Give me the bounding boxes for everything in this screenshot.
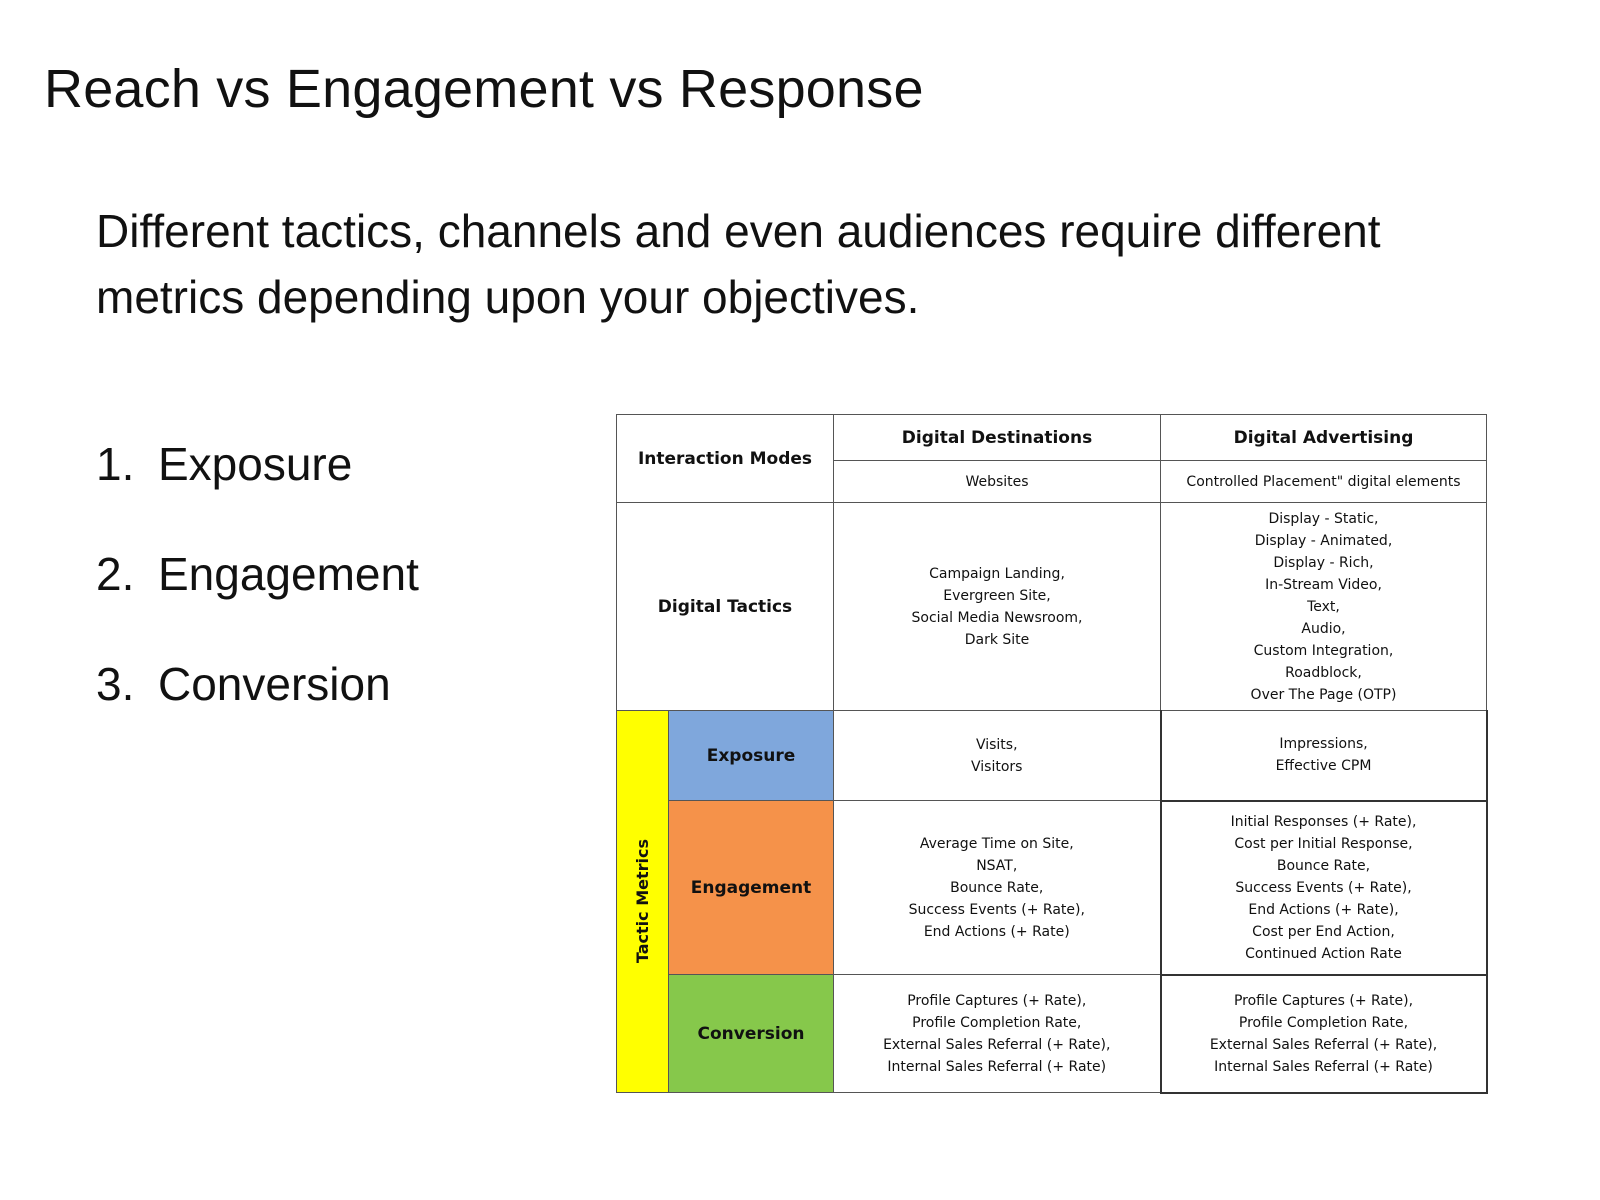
metric-line: External Sales Referral (+ Rate),	[1209, 1036, 1438, 1053]
metric-line: Success Events (+ Rate),	[1235, 879, 1412, 896]
exposure-advertising-cell: Impressions, Effective CPM	[1159, 710, 1488, 802]
tactic-line: Display - Static,	[1268, 510, 1379, 527]
metric-line: Cost per Initial Response,	[1234, 835, 1413, 852]
tactic-metrics-label: Tactic Metrics	[632, 839, 652, 964]
engagement-advertising-cell: Initial Responses (+ Rate), Cost per Ini…	[1159, 800, 1488, 976]
tactic-line: Display - Animated,	[1254, 532, 1393, 549]
slide-title: Reach vs Engagement vs Response	[44, 59, 924, 119]
digital-tactics-label: Digital Tactics	[616, 502, 834, 711]
metric-row-label-exposure: Exposure	[668, 710, 834, 801]
tactics-destinations-cell: Campaign Landing, Evergreen Site, Social…	[833, 502, 1161, 711]
metric-line: Profile Completion Rate,	[1238, 1014, 1409, 1031]
tactic-line: Dark Site	[964, 631, 1030, 648]
tactics-advertising-cell: Display - Static, Display - Animated, Di…	[1160, 502, 1487, 711]
tactic-line: Social Media Newsroom,	[911, 609, 1083, 626]
column-header-advertising: Digital Advertising	[1160, 414, 1487, 461]
tactic-line: Evergreen Site,	[943, 587, 1051, 604]
objective-item: 2. Engagement	[96, 546, 419, 656]
metric-line: NSAT,	[976, 857, 1018, 874]
tactic-line: Campaign Landing,	[929, 565, 1065, 582]
metric-line: End Actions (+ Rate),	[1248, 901, 1399, 918]
objective-label: Exposure	[158, 438, 353, 490]
metric-line: Profile Completion Rate,	[912, 1014, 1082, 1031]
metric-line: Internal Sales Referral (+ Rate)	[887, 1058, 1107, 1075]
metric-line: Impressions,	[1279, 736, 1368, 753]
metric-line: Profile Captures (+ Rate),	[907, 992, 1087, 1009]
objective-label: Conversion	[158, 658, 391, 710]
metric-line: Profile Captures (+ Rate),	[1233, 992, 1414, 1009]
objective-number: 1.	[96, 438, 135, 490]
metrics-table: Interaction Modes Digital Destinations D…	[616, 414, 1488, 1094]
metric-line: Initial Responses (+ Rate),	[1230, 813, 1417, 830]
column-header-destinations: Digital Destinations	[833, 414, 1161, 461]
tactic-metrics-cell: Tactic Metrics	[616, 710, 669, 1093]
metric-line: Effective CPM	[1275, 758, 1372, 775]
exposure-destinations-cell: Visits, Visitors	[833, 710, 1161, 801]
conversion-destinations-cell: Profile Captures (+ Rate), Profile Compl…	[833, 974, 1161, 1093]
column-subheader-destinations: Websites	[833, 460, 1161, 503]
objective-number: 2.	[96, 548, 135, 600]
column-subheader-advertising: Controlled Placement" digital elements	[1160, 460, 1487, 503]
objective-number: 3.	[96, 658, 135, 710]
metric-line: External Sales Referral (+ Rate),	[883, 1036, 1111, 1053]
tactic-line: Roadblock,	[1285, 664, 1362, 681]
tactic-line: Display - Rich,	[1273, 554, 1374, 571]
metric-line: End Actions (+ Rate)	[923, 923, 1070, 940]
tactic-line: Over The Page (OTP)	[1250, 686, 1397, 703]
metric-line: Cost per End Action,	[1252, 923, 1395, 940]
metric-line: Bounce Rate,	[1276, 857, 1371, 874]
metric-line: Internal Sales Referral (+ Rate)	[1214, 1058, 1433, 1075]
slide-subtitle: Different tactics, channels and even aud…	[96, 205, 1381, 323]
objective-item: 3. Conversion	[96, 656, 419, 766]
metric-line: Continued Action Rate	[1245, 945, 1402, 962]
tactic-line: Text,	[1307, 598, 1340, 615]
metric-row-label-conversion: Conversion	[668, 974, 834, 1093]
conversion-advertising-cell: Profile Captures (+ Rate), Profile Compl…	[1159, 974, 1488, 1094]
tactic-line: In-Stream Video,	[1265, 576, 1382, 593]
metric-row-label-engagement: Engagement	[668, 800, 834, 975]
metric-line: Visits,	[975, 736, 1018, 753]
objectives-list: 1. Exposure 2. Engagement 3. Conversion	[96, 436, 419, 766]
interaction-modes-header: Interaction Modes	[616, 414, 834, 503]
metric-line: Bounce Rate,	[950, 879, 1044, 896]
metric-line: Success Events (+ Rate),	[908, 901, 1085, 918]
tactic-line: Audio,	[1301, 620, 1346, 637]
tactic-line: Custom Integration,	[1253, 642, 1394, 659]
objective-item: 1. Exposure	[96, 436, 419, 546]
objective-label: Engagement	[158, 548, 419, 600]
engagement-destinations-cell: Average Time on Site, NSAT, Bounce Rate,…	[833, 800, 1161, 975]
metric-line: Average Time on Site,	[919, 835, 1074, 852]
metric-line: Visitors	[971, 758, 1023, 775]
